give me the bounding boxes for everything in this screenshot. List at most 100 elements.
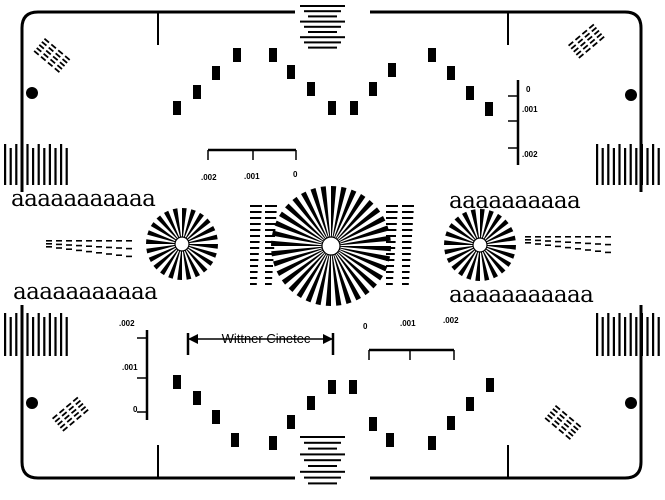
scale-label-right-3: .002: [522, 150, 538, 159]
star-spoke: [333, 254, 352, 304]
hres-row-left: [96, 240, 102, 242]
corner-cluster-bar: [598, 36, 605, 42]
frame-corner: [20, 10, 295, 192]
wedge-left-col-a: [250, 241, 260, 243]
corner-cluster-bar: [33, 50, 40, 56]
staircase-block: [231, 433, 239, 447]
star-spoke: [331, 254, 342, 306]
staircase-block: [328, 101, 336, 115]
scale-label-bottom-center-1: 0: [363, 322, 368, 331]
corner-cluster-bar: [563, 422, 570, 428]
staircase-block: [369, 82, 377, 96]
star-spoke: [486, 235, 516, 245]
corner-cluster-bar: [575, 50, 582, 56]
bar-group-right-top: [652, 144, 655, 185]
corner-cluster-bar: [596, 32, 603, 39]
bar-group-left-bottom: [20, 317, 23, 356]
corner-cluster-bar: [55, 52, 61, 58]
wedge-left-col-a: [250, 259, 259, 261]
bar-group-left-top: [4, 144, 7, 185]
star-spoke: [271, 246, 323, 257]
hbar-group-bottom: [304, 441, 341, 444]
staircase-block: [386, 433, 394, 447]
star-spoke: [339, 235, 391, 246]
star-spoke: [183, 209, 196, 238]
hres-row-right: [585, 249, 591, 251]
bar-group-left-top: [60, 144, 63, 185]
corner-cluster-bar: [59, 423, 66, 429]
staircase-block: [193, 85, 201, 99]
star-spoke: [168, 250, 181, 279]
hres-row-left: [86, 245, 92, 247]
staircase-block: [428, 48, 436, 62]
brand-arrow-left: [188, 334, 198, 344]
hres-row-right: [595, 250, 601, 252]
hres-row-left: [106, 240, 112, 242]
corner-cluster-bar: [561, 410, 568, 417]
star-spoke: [339, 246, 391, 252]
wedge-left-col-a: [250, 277, 258, 279]
star-spoke: [332, 186, 347, 238]
star-spoke: [188, 245, 217, 258]
star-spoke: [320, 186, 331, 238]
star-spoke: [301, 191, 328, 239]
hres-row-right: [595, 236, 601, 238]
corner-cluster-bar: [70, 408, 77, 414]
bar-group-right-top: [618, 144, 621, 185]
bar-group-right-bottom: [601, 317, 604, 356]
hres-row-right: [565, 236, 571, 238]
corner-cluster-bar: [50, 43, 57, 50]
corner-cluster-bar: [582, 44, 589, 50]
bar-group-left-top: [20, 148, 23, 185]
star-spoke: [486, 246, 515, 259]
wedge-right-col-a: [386, 277, 394, 279]
staircase-block: [486, 378, 494, 392]
star-spoke: [336, 200, 374, 240]
wedge-right-col-b: [402, 235, 412, 237]
scale-label-top-center-2: .001: [244, 172, 260, 181]
hres-row-right: [525, 236, 531, 238]
scale-label-left-3: 0: [133, 405, 138, 414]
wedge-right-col-a: [386, 271, 394, 273]
wedge-right-col-b: [402, 253, 411, 255]
corner-cluster-bar: [544, 417, 551, 423]
star-hub: [174, 236, 190, 252]
bar-group-left-top: [65, 148, 68, 185]
hres-row-left: [96, 246, 102, 248]
star-hub: [321, 236, 341, 256]
hres-row-right: [525, 239, 531, 241]
wedge-right-col-a: [386, 229, 397, 231]
star-spoke: [339, 225, 389, 244]
scale-label-right-2: .001: [522, 105, 538, 114]
corner-cluster-bar: [62, 426, 69, 432]
corner-cluster-bar: [547, 414, 553, 420]
scale-label-top-center-1: .002: [201, 173, 217, 182]
hres-row-right: [575, 248, 581, 250]
resolution-bar-groups: [4, 5, 660, 485]
frame-dot: [26, 87, 38, 99]
hres-row-right: [535, 243, 541, 245]
wedge-left-col-b: [265, 211, 277, 213]
star-spoke: [153, 248, 178, 270]
star-spoke: [451, 249, 476, 271]
star-spoke: [186, 248, 208, 273]
staircase-block: [269, 48, 277, 62]
letter-row-bottom-right: aaaaaaaaaaa: [449, 282, 594, 308]
hres-row-left: [126, 247, 132, 250]
wedge-right-col-a: [386, 217, 398, 219]
star-spoke: [182, 208, 187, 238]
corner-cluster-bar: [66, 417, 73, 423]
letter-row-bottom-left: aaaaaaaaaaa: [13, 279, 158, 305]
staircase-block: [287, 65, 295, 79]
corner-cluster-bar: [52, 414, 58, 420]
wedge-left-col-b: [265, 265, 273, 267]
wedge-right-col-a: [386, 223, 397, 225]
corner-cluster-bar: [64, 414, 70, 420]
hbar-group-top: [300, 36, 345, 39]
wedge-left-col-b: [265, 259, 274, 261]
star-spoke: [486, 227, 514, 243]
corner-cluster-bar: [575, 422, 582, 428]
scale-label-bottom-center-3: .002: [443, 316, 459, 325]
hbar-group-top: [304, 41, 341, 44]
hres-row-right: [565, 246, 571, 249]
